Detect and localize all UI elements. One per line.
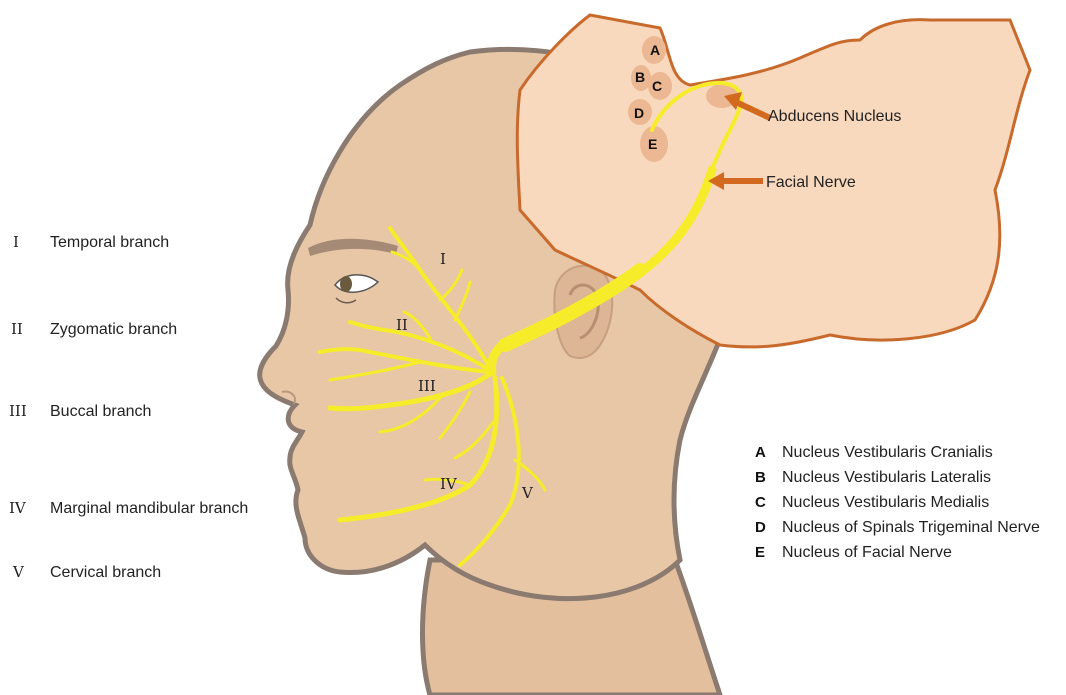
face-numeral-i: I	[440, 250, 446, 268]
legend-text-e: Nucleus of Facial Nerve	[782, 544, 952, 561]
branch-label-iii: Buccal branch	[50, 403, 151, 420]
legend-text-c: Nucleus Vestibularis Medialis	[782, 494, 989, 511]
nucleus-letter-e: E	[648, 136, 657, 152]
branch-label-i: Temporal branch	[50, 234, 169, 251]
legend-text-a: Nucleus Vestibularis Cranialis	[782, 444, 993, 461]
face-numeral-v: V	[521, 484, 534, 502]
branch-numeral-ii: II	[11, 320, 23, 338]
eye-iris	[340, 276, 352, 292]
branch-list: I Temporal branch II Zygomatic branch II…	[9, 233, 248, 581]
branch-label-ii: Zygomatic branch	[50, 321, 177, 338]
legend-letter-b: B	[755, 469, 766, 486]
branch-numeral-v: V	[12, 563, 25, 581]
legend-letter-e: E	[755, 544, 765, 561]
branch-numeral-i: I	[13, 233, 19, 251]
branch-numeral-iii: III	[9, 402, 27, 420]
nuclei-legend: A Nucleus Vestibularis Cranialis B Nucle…	[755, 444, 1040, 561]
legend-letter-c: C	[755, 494, 766, 511]
nucleus-letter-d: D	[634, 105, 644, 121]
face-numeral-iv: IV	[440, 475, 458, 493]
face-numeral-iii: III	[418, 377, 436, 395]
legend-letter-d: D	[755, 519, 766, 536]
abducens-callout: Abducens Nucleus	[768, 108, 901, 125]
branch-label-v: Cervical branch	[50, 564, 161, 581]
legend-letter-a: A	[755, 444, 766, 461]
facial-nerve-callout: Facial Nerve	[766, 174, 856, 191]
legend-text-d: Nucleus of Spinals Trigeminal Nerve	[782, 519, 1040, 536]
nucleus-letter-c: C	[652, 78, 662, 94]
legend-text-b: Nucleus Vestibularis Lateralis	[782, 469, 991, 486]
face-numeral-ii: II	[396, 316, 408, 334]
branch-numeral-iv: IV	[9, 499, 27, 517]
branch-label-iv: Marginal mandibular branch	[50, 500, 248, 517]
nucleus-letter-a: A	[650, 42, 660, 58]
nucleus-letter-b: B	[635, 69, 645, 85]
